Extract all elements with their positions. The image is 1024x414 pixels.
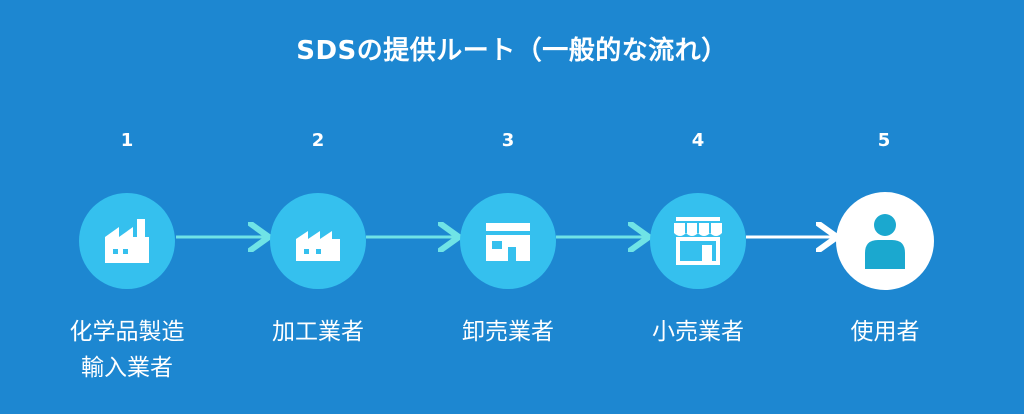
step-2-circle <box>270 193 366 289</box>
step-4-number: 4 <box>691 130 705 151</box>
step-5-number: 5 <box>877 130 891 151</box>
step-2-number: 2 <box>311 130 325 151</box>
step-3-label: 卸売業者 <box>462 319 554 345</box>
step-4-circle <box>650 193 746 289</box>
person-icon <box>865 214 905 269</box>
factory-icon <box>105 219 149 263</box>
step-1-label: 化学品製造 輸入業者 <box>69 319 185 381</box>
step-3-circle <box>460 193 556 289</box>
diagram-title: SDSの提供ルート（一般的な流れ） <box>296 36 728 66</box>
shop-icon <box>674 217 722 265</box>
factory-icon <box>296 231 340 261</box>
step-5-label: 使用者 <box>850 319 920 345</box>
warehouse-icon <box>486 223 530 261</box>
step-4-label: 小売業者 <box>652 319 744 345</box>
step-2-label: 加工業者 <box>272 319 364 345</box>
step-1-number: 1 <box>120 130 134 151</box>
step-1-circle <box>79 193 175 289</box>
step-5-circle <box>836 192 934 290</box>
step-3-number: 3 <box>501 130 515 151</box>
